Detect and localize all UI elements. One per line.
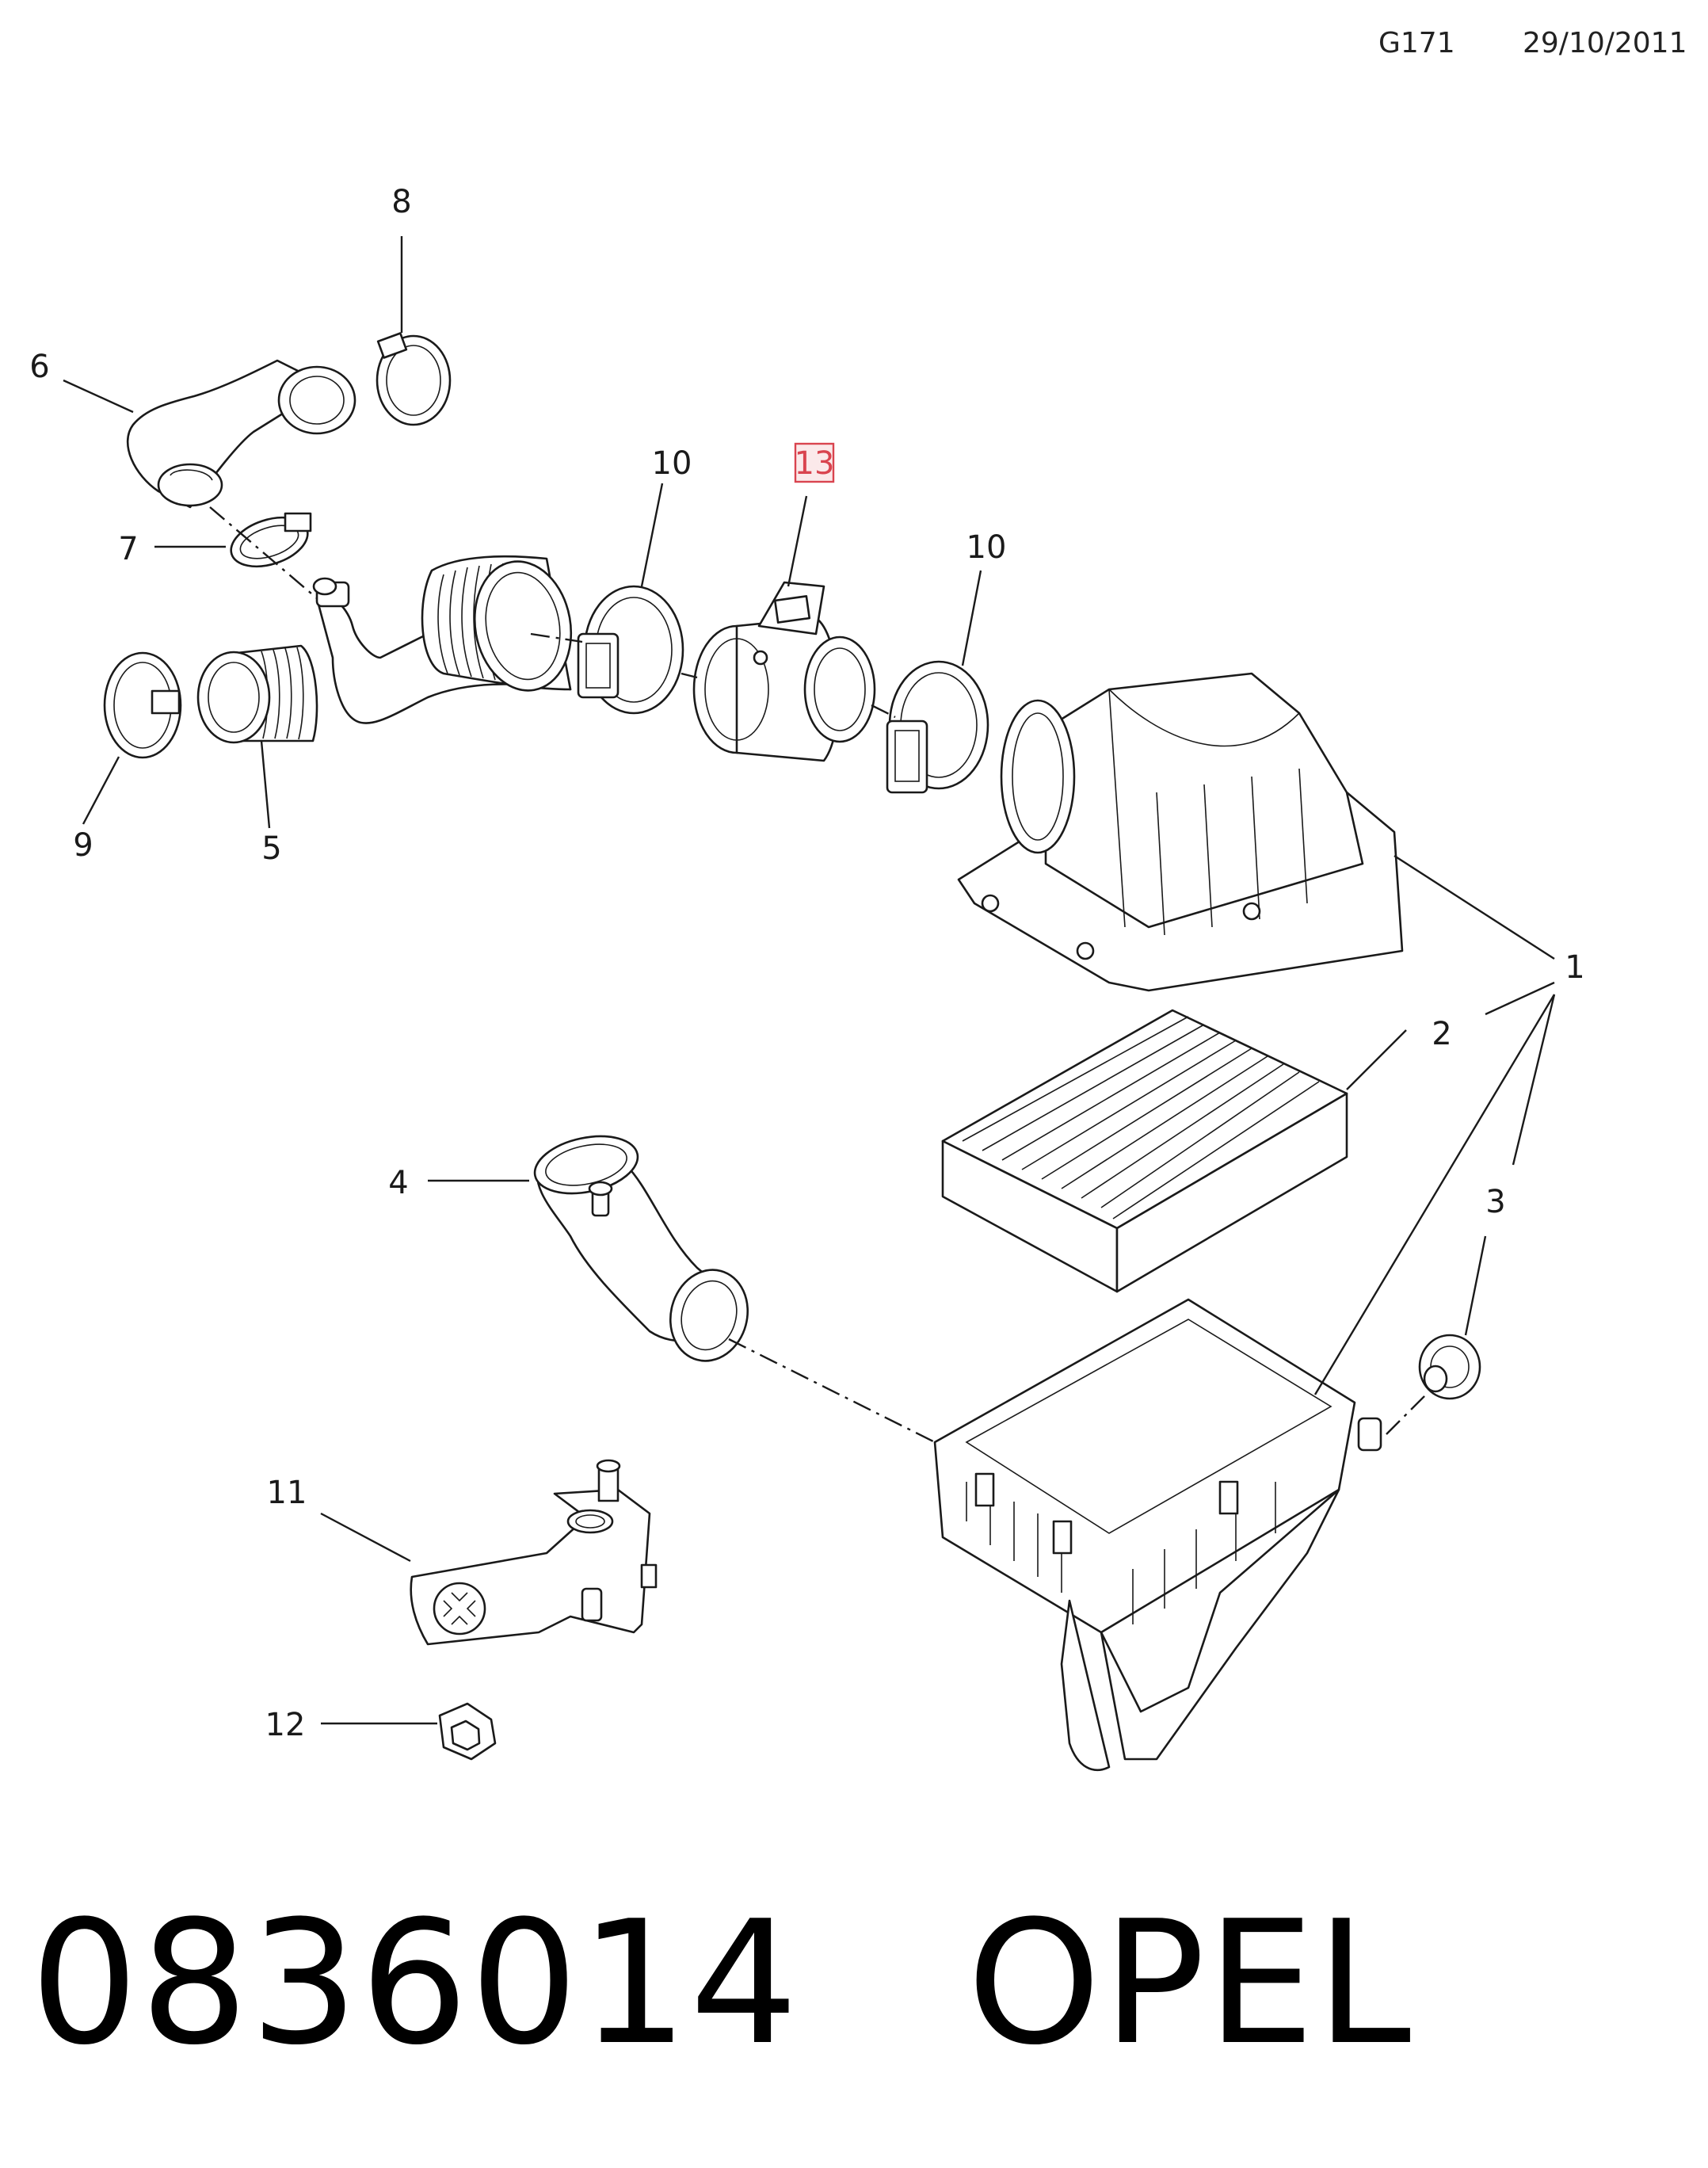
callout-4[interactable]: 4 [388, 1165, 408, 1201]
assembly-centerlines [209, 506, 1427, 1444]
callout-3[interactable]: 3 [1485, 1184, 1505, 1220]
callout-11[interactable]: 11 [267, 1475, 307, 1511]
diagram-code: G171 [1378, 27, 1455, 59]
part-4-lower-air-duct[interactable] [529, 1128, 757, 1369]
part-10-hose-clamp-right[interactable] [886, 660, 989, 794]
part-11-mounting-bracket[interactable] [410, 1459, 658, 1646]
part-6-upper-hose[interactable] [126, 359, 356, 509]
callout-10-left[interactable]: 10 [652, 445, 692, 482]
part-12-flange-nut[interactable] [438, 1702, 497, 1761]
part-10-hose-clamp-left[interactable] [577, 585, 684, 715]
callout-12[interactable]: 12 [265, 1707, 306, 1743]
callout-2[interactable]: 2 [1432, 1016, 1451, 1052]
part-3-grommet[interactable] [1418, 1334, 1481, 1400]
brand-name: OPEL [966, 1884, 1413, 2082]
callout-7[interactable]: 7 [118, 531, 138, 567]
part-8-hose-clamp[interactable] [376, 332, 452, 426]
part-1-air-cleaner-cover[interactable] [957, 672, 1404, 992]
callout-9[interactable]: 9 [73, 827, 93, 864]
part-intake-bellows-duct[interactable] [312, 554, 581, 724]
callout-13[interactable]: 13 [795, 445, 835, 482]
part-number-brand-footer: 0836014 OPEL [30, 1898, 1413, 2068]
part-number: 0836014 [30, 1884, 800, 2082]
callout-8[interactable]: 8 [391, 184, 411, 220]
part-2-air-filter-element[interactable] [941, 1009, 1348, 1293]
part-9-hose-clamp[interactable] [103, 651, 182, 759]
callout-6[interactable]: 6 [29, 349, 49, 385]
callout-5[interactable]: 5 [261, 830, 281, 867]
callout-leaders [63, 236, 1556, 1725]
callout-1[interactable]: 1 [1565, 949, 1584, 986]
part-13-mass-air-flow-sensor[interactable] [692, 581, 876, 762]
part-1-air-cleaner-housing[interactable] [933, 1298, 1382, 1772]
part-5-corrugated-hose[interactable] [196, 644, 318, 744]
callout-labels: 8 6 7 9 5 10 13 10 1 2 3 4 11 12 [29, 184, 1584, 1743]
callout-10-right[interactable]: 10 [966, 529, 1007, 566]
part-7-hose-clamp[interactable] [225, 509, 314, 575]
diagram-date: 29/10/2011 [1523, 27, 1687, 59]
callout-13-highlight-box [794, 442, 835, 483]
